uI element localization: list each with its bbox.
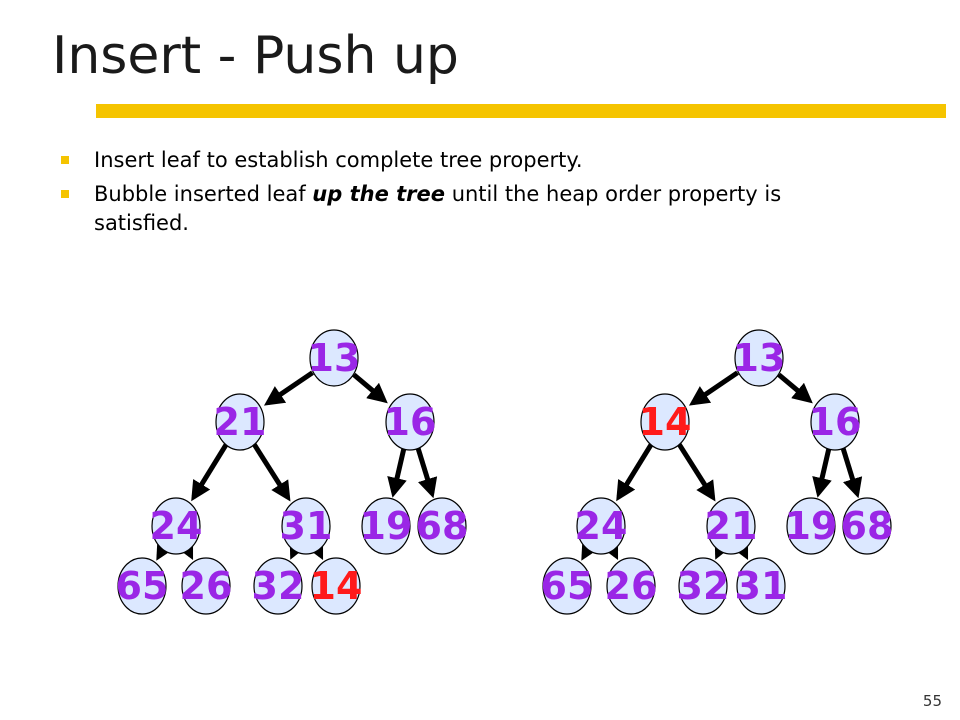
tree-edge — [616, 442, 654, 502]
node-circle — [253, 557, 303, 615]
node-circle — [786, 497, 836, 555]
node-circle — [640, 393, 690, 451]
tree-edge — [352, 372, 388, 404]
node-label: 24 — [575, 504, 628, 548]
tree-edge — [840, 446, 863, 499]
tree-node: 13 — [733, 329, 786, 387]
tree-node: 65 — [541, 557, 594, 615]
tree-edge — [251, 442, 291, 502]
bullet-emphasis: up the tree — [312, 182, 446, 206]
bullet-square-icon — [61, 190, 69, 198]
node-circle — [181, 557, 231, 615]
node-circle — [736, 557, 786, 615]
tree-edge — [191, 442, 229, 502]
tree-edge — [263, 370, 314, 406]
tree-node: 14 — [310, 557, 363, 615]
page-number: 55 — [922, 692, 942, 710]
tree-node: 14 — [639, 393, 692, 451]
node-label: 19 — [360, 504, 413, 548]
node-circle — [576, 497, 626, 555]
node-circle — [215, 393, 265, 451]
tree-node: 19 — [785, 497, 838, 555]
node-label: 65 — [116, 564, 169, 608]
node-circle — [606, 557, 656, 615]
node-label: 26 — [605, 564, 658, 608]
node-label: 65 — [541, 564, 594, 608]
node-label: 16 — [809, 400, 862, 444]
node-label: 21 — [214, 400, 267, 444]
tree-node: 31 — [280, 497, 333, 555]
tree-node: 32 — [677, 557, 730, 615]
tree-node: 68 — [841, 497, 894, 555]
node-label: 14 — [310, 564, 363, 608]
tree-node: 16 — [384, 393, 437, 451]
node-label: 68 — [416, 504, 469, 548]
node-circle — [417, 497, 467, 555]
bullet-list: Insert leaf to establish complete tree p… — [60, 146, 880, 243]
node-circle — [810, 393, 860, 451]
node-label: 32 — [252, 564, 305, 608]
tree-node: 21 — [705, 497, 758, 555]
node-circle — [151, 497, 201, 555]
tree-edge — [812, 446, 832, 498]
node-circle — [706, 497, 756, 555]
bullet-text: Insert leaf to establish complete tree p… — [94, 148, 583, 172]
tree-edge — [415, 446, 438, 499]
node-label: 13 — [308, 336, 361, 380]
node-label: 32 — [677, 564, 730, 608]
node-circle — [842, 497, 892, 555]
tree-edge — [387, 446, 407, 498]
node-label: 68 — [841, 504, 894, 548]
node-circle — [309, 329, 359, 387]
node-circle — [734, 329, 784, 387]
tree-edge — [688, 370, 739, 406]
tree-node: 26 — [605, 557, 658, 615]
tree-node: 26 — [180, 557, 233, 615]
bullet-text: until the heap order property is satisfi… — [94, 182, 782, 235]
tree-node: 19 — [360, 497, 413, 555]
node-label: 13 — [733, 336, 786, 380]
node-circle — [281, 497, 331, 555]
node-circle — [678, 557, 728, 615]
bullet-text: Bubble inserted leaf — [94, 182, 313, 206]
node-circle — [542, 557, 592, 615]
tree-node: 21 — [214, 393, 267, 451]
node-label: 31 — [735, 564, 788, 608]
tree-node: 16 — [809, 393, 862, 451]
tree-node: 68 — [416, 497, 469, 555]
node-circle — [117, 557, 167, 615]
node-label: 14 — [639, 400, 692, 444]
tree-node: 24 — [150, 497, 203, 555]
tree-node: 65 — [116, 557, 169, 615]
tree-node: 13 — [308, 329, 361, 387]
tree-edge — [777, 372, 813, 404]
bullet-item: Bubble inserted leaf up the tree until t… — [60, 180, 880, 238]
title-underline-bar — [96, 104, 946, 118]
node-label: 26 — [180, 564, 233, 608]
node-circle — [385, 393, 435, 451]
node-label: 31 — [280, 504, 333, 548]
node-label: 19 — [785, 504, 838, 548]
node-label: 21 — [705, 504, 758, 548]
tree-node: 24 — [575, 497, 628, 555]
tree-node: 32 — [252, 557, 305, 615]
node-circle — [311, 557, 361, 615]
node-circle — [361, 497, 411, 555]
slide-title: Insert - Push up — [52, 26, 459, 86]
tree-node: 31 — [735, 557, 788, 615]
bullet-item: Insert leaf to establish complete tree p… — [60, 146, 880, 175]
node-label: 24 — [150, 504, 203, 548]
tree-edge — [676, 442, 716, 502]
bullet-square-icon — [61, 156, 69, 164]
node-label: 16 — [384, 400, 437, 444]
